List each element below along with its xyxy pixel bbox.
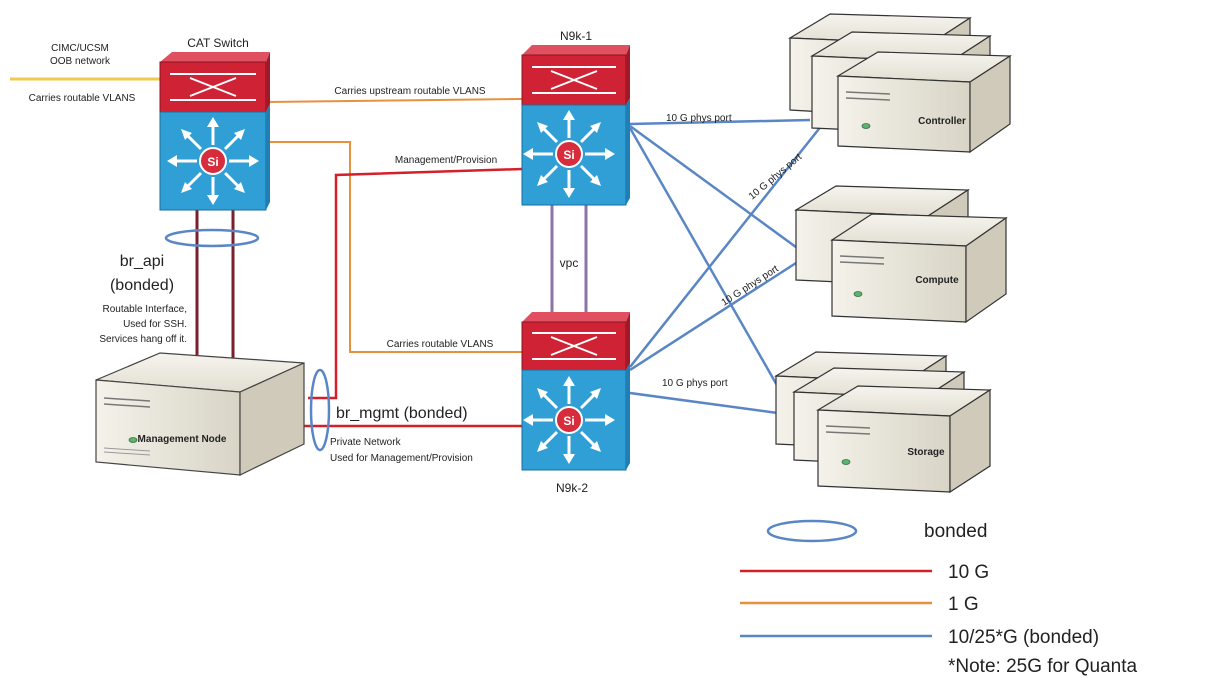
cat-switch-si: Si	[207, 155, 218, 169]
legend-10g-label: 10 G	[948, 562, 989, 583]
mgmt-provision-label: Management/Provision	[395, 155, 497, 166]
n9k2-routable-label: Carries routable VLANS	[387, 339, 494, 350]
upstream-label: Carries upstream routable VLANS	[334, 86, 486, 97]
management-node-label: Management Node	[138, 434, 227, 445]
cimc-label-line1: CIMC/UCSM	[51, 43, 109, 54]
n9k1-si: Si	[563, 148, 574, 162]
phys-port-label-compute: 10 G phys port	[720, 263, 781, 308]
management-node: Management Node	[95, 352, 305, 476]
n9k1-label: N9k-1	[560, 29, 592, 43]
br-api-note-line3: Services hang off it.	[99, 334, 187, 345]
controller-server-stack: Controller	[787, 13, 1012, 154]
n9k2-switch: Si N9k-2	[521, 312, 630, 495]
n9k2-label: N9k-2	[556, 481, 588, 495]
br-mgmt-bond-ellipse	[309, 368, 331, 452]
cimc-label-line2: OOB network	[50, 56, 111, 67]
compute-label: Compute	[915, 275, 959, 286]
legend-bonded-symbol	[766, 519, 858, 543]
cat-n9k1-upstream-link	[265, 98, 523, 103]
br-api-label: br_api	[120, 253, 164, 270]
n9k1-controller-link	[629, 118, 811, 126]
mgmt-n9k1-10g-link	[308, 167, 523, 400]
private-network-label: Private Network	[330, 437, 402, 448]
cat-switch-label: CAT Switch	[187, 36, 249, 50]
links	[10, 77, 823, 428]
phys-port-label-top: 10 G phys port	[666, 113, 732, 124]
cat-routable-label: Carries routable VLANS	[29, 93, 136, 104]
n9k2-si: Si	[563, 414, 574, 428]
cat-switch: Si CAT Switch	[159, 36, 270, 211]
n9k1-switch: Si N9k-1	[521, 29, 630, 206]
storage-server-stack: Storage	[773, 351, 992, 494]
n9k1-compute-link	[629, 124, 801, 252]
phys-port-label-storage: 10 G phys port	[662, 378, 728, 389]
compute-server-stack: Compute	[793, 185, 1008, 324]
legend-25g-label: 10/25*G (bonded)	[948, 627, 1099, 648]
phys-port-label-controller: 10 G phys port	[747, 152, 804, 203]
br-mgmt-label: br_mgmt (bonded)	[336, 405, 468, 422]
storage-label: Storage	[907, 447, 945, 458]
br-api-bonded-label: (bonded)	[110, 277, 174, 294]
vpc-label: vpc	[560, 256, 579, 270]
n9k2-compute-link	[629, 252, 811, 372]
legend-bonded-label: bonded	[924, 521, 987, 542]
br-api-note-line1: Routable Interface,	[103, 304, 188, 315]
private-network-usage-label: Used for Management/Provision	[330, 453, 473, 464]
legend-note: *Note: 25G for Quanta	[948, 656, 1137, 677]
br-api-bond-ellipse	[164, 228, 260, 248]
legend-1g-label: 1 G	[948, 594, 979, 615]
cat-n9k2-routable-link	[266, 141, 522, 353]
controller-label: Controller	[918, 116, 966, 127]
br-api-note-line2: Used for SSH.	[123, 319, 187, 330]
n9k2-storage-link	[629, 391, 786, 416]
n9k2-controller-link	[629, 124, 823, 368]
legend: bonded 10 G 1 G 10/25*G (bonded) *Note: …	[740, 519, 1137, 677]
